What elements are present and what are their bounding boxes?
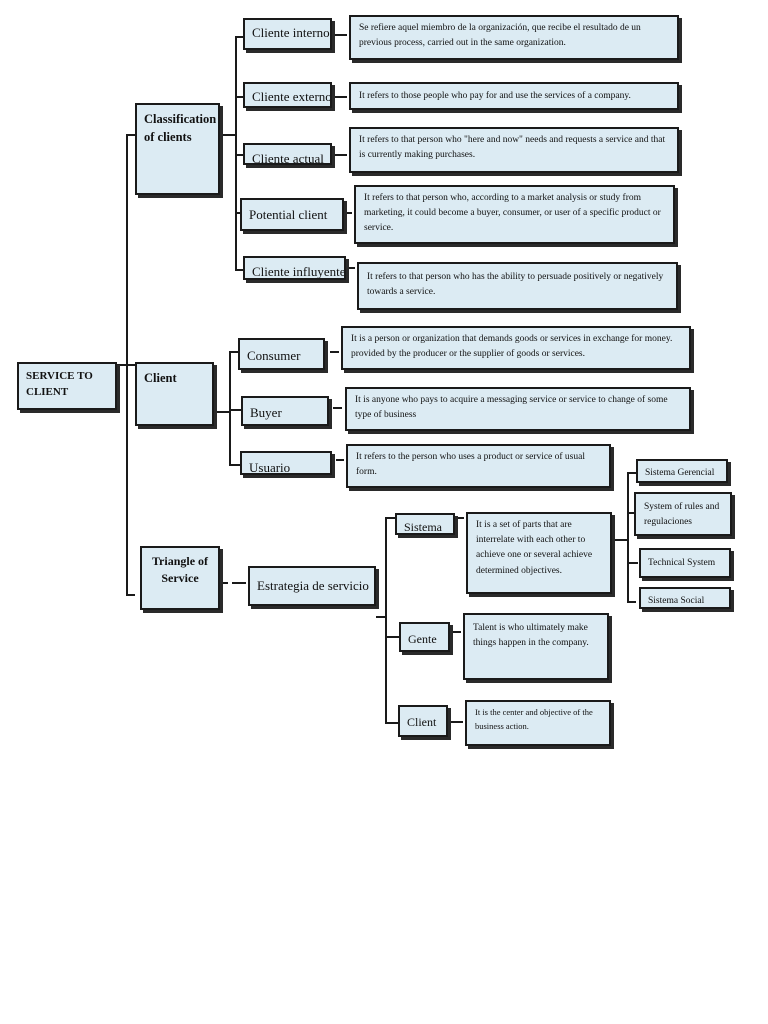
technical-system-node: Technical System <box>639 548 731 578</box>
buyer-node: Buyer <box>241 396 329 426</box>
sistema-gerencial-node: Sistema Gerencial <box>636 459 728 483</box>
triangle-client-desc: It is the center and objective of the bu… <box>465 700 611 746</box>
cliente-actual-desc: It refers to that person who "here and n… <box>349 127 679 173</box>
cliente-externo-node: Cliente externo <box>243 82 332 108</box>
strategy-node: Estrategia de servicio <box>248 566 376 606</box>
cliente-influyente-node: Cliente influyente <box>243 256 346 280</box>
sistema-node: Sistema <box>395 513 455 535</box>
rules-regulations-node: System of rules and regulaciones <box>634 492 732 536</box>
usuario-node: Usuario <box>240 451 332 475</box>
sistema-desc: It is a set of parts that are interrelat… <box>466 512 612 594</box>
cliente-interno-node: Cliente interno <box>243 18 332 50</box>
consumer-node: Consumer <box>238 338 325 370</box>
cliente-interno-desc: Se refiere aquel miembro de la organizac… <box>349 15 679 60</box>
classification-node: Classification of clients <box>135 103 220 195</box>
gente-desc: Talent is who ultimately make things hap… <box>463 613 609 680</box>
buyer-desc: It is anyone who pays to acquire a messa… <box>345 387 691 431</box>
client-node: Client <box>135 362 214 426</box>
client-label: Client <box>144 371 177 385</box>
triangle-label: Triangle of Service <box>151 554 209 586</box>
triangle-client-node: Client <box>398 705 448 737</box>
cliente-externo-desc: It refers to those people who pay for an… <box>349 82 679 110</box>
cliente-influyente-desc: It refers to that person who has the abi… <box>357 262 678 310</box>
root-node: SERVICE TO CLIENT <box>17 362 117 410</box>
potential-client-desc: It refers to that person who, according … <box>354 185 675 244</box>
usuario-desc: It refers to the person who uses a produ… <box>346 444 611 488</box>
triangle-node: Triangle of Service <box>140 546 220 610</box>
gente-node: Gente <box>399 622 450 652</box>
cliente-actual-node: Cliente actual <box>243 143 332 165</box>
sistema-social-node: Sistema Social <box>639 587 731 609</box>
root-label: SERVICE TO CLIENT <box>26 370 93 398</box>
classification-label: Classification of clients <box>144 112 217 145</box>
potential-client-node: Potential client <box>240 198 344 231</box>
consumer-desc: It is a person or organization that dema… <box>341 326 691 370</box>
